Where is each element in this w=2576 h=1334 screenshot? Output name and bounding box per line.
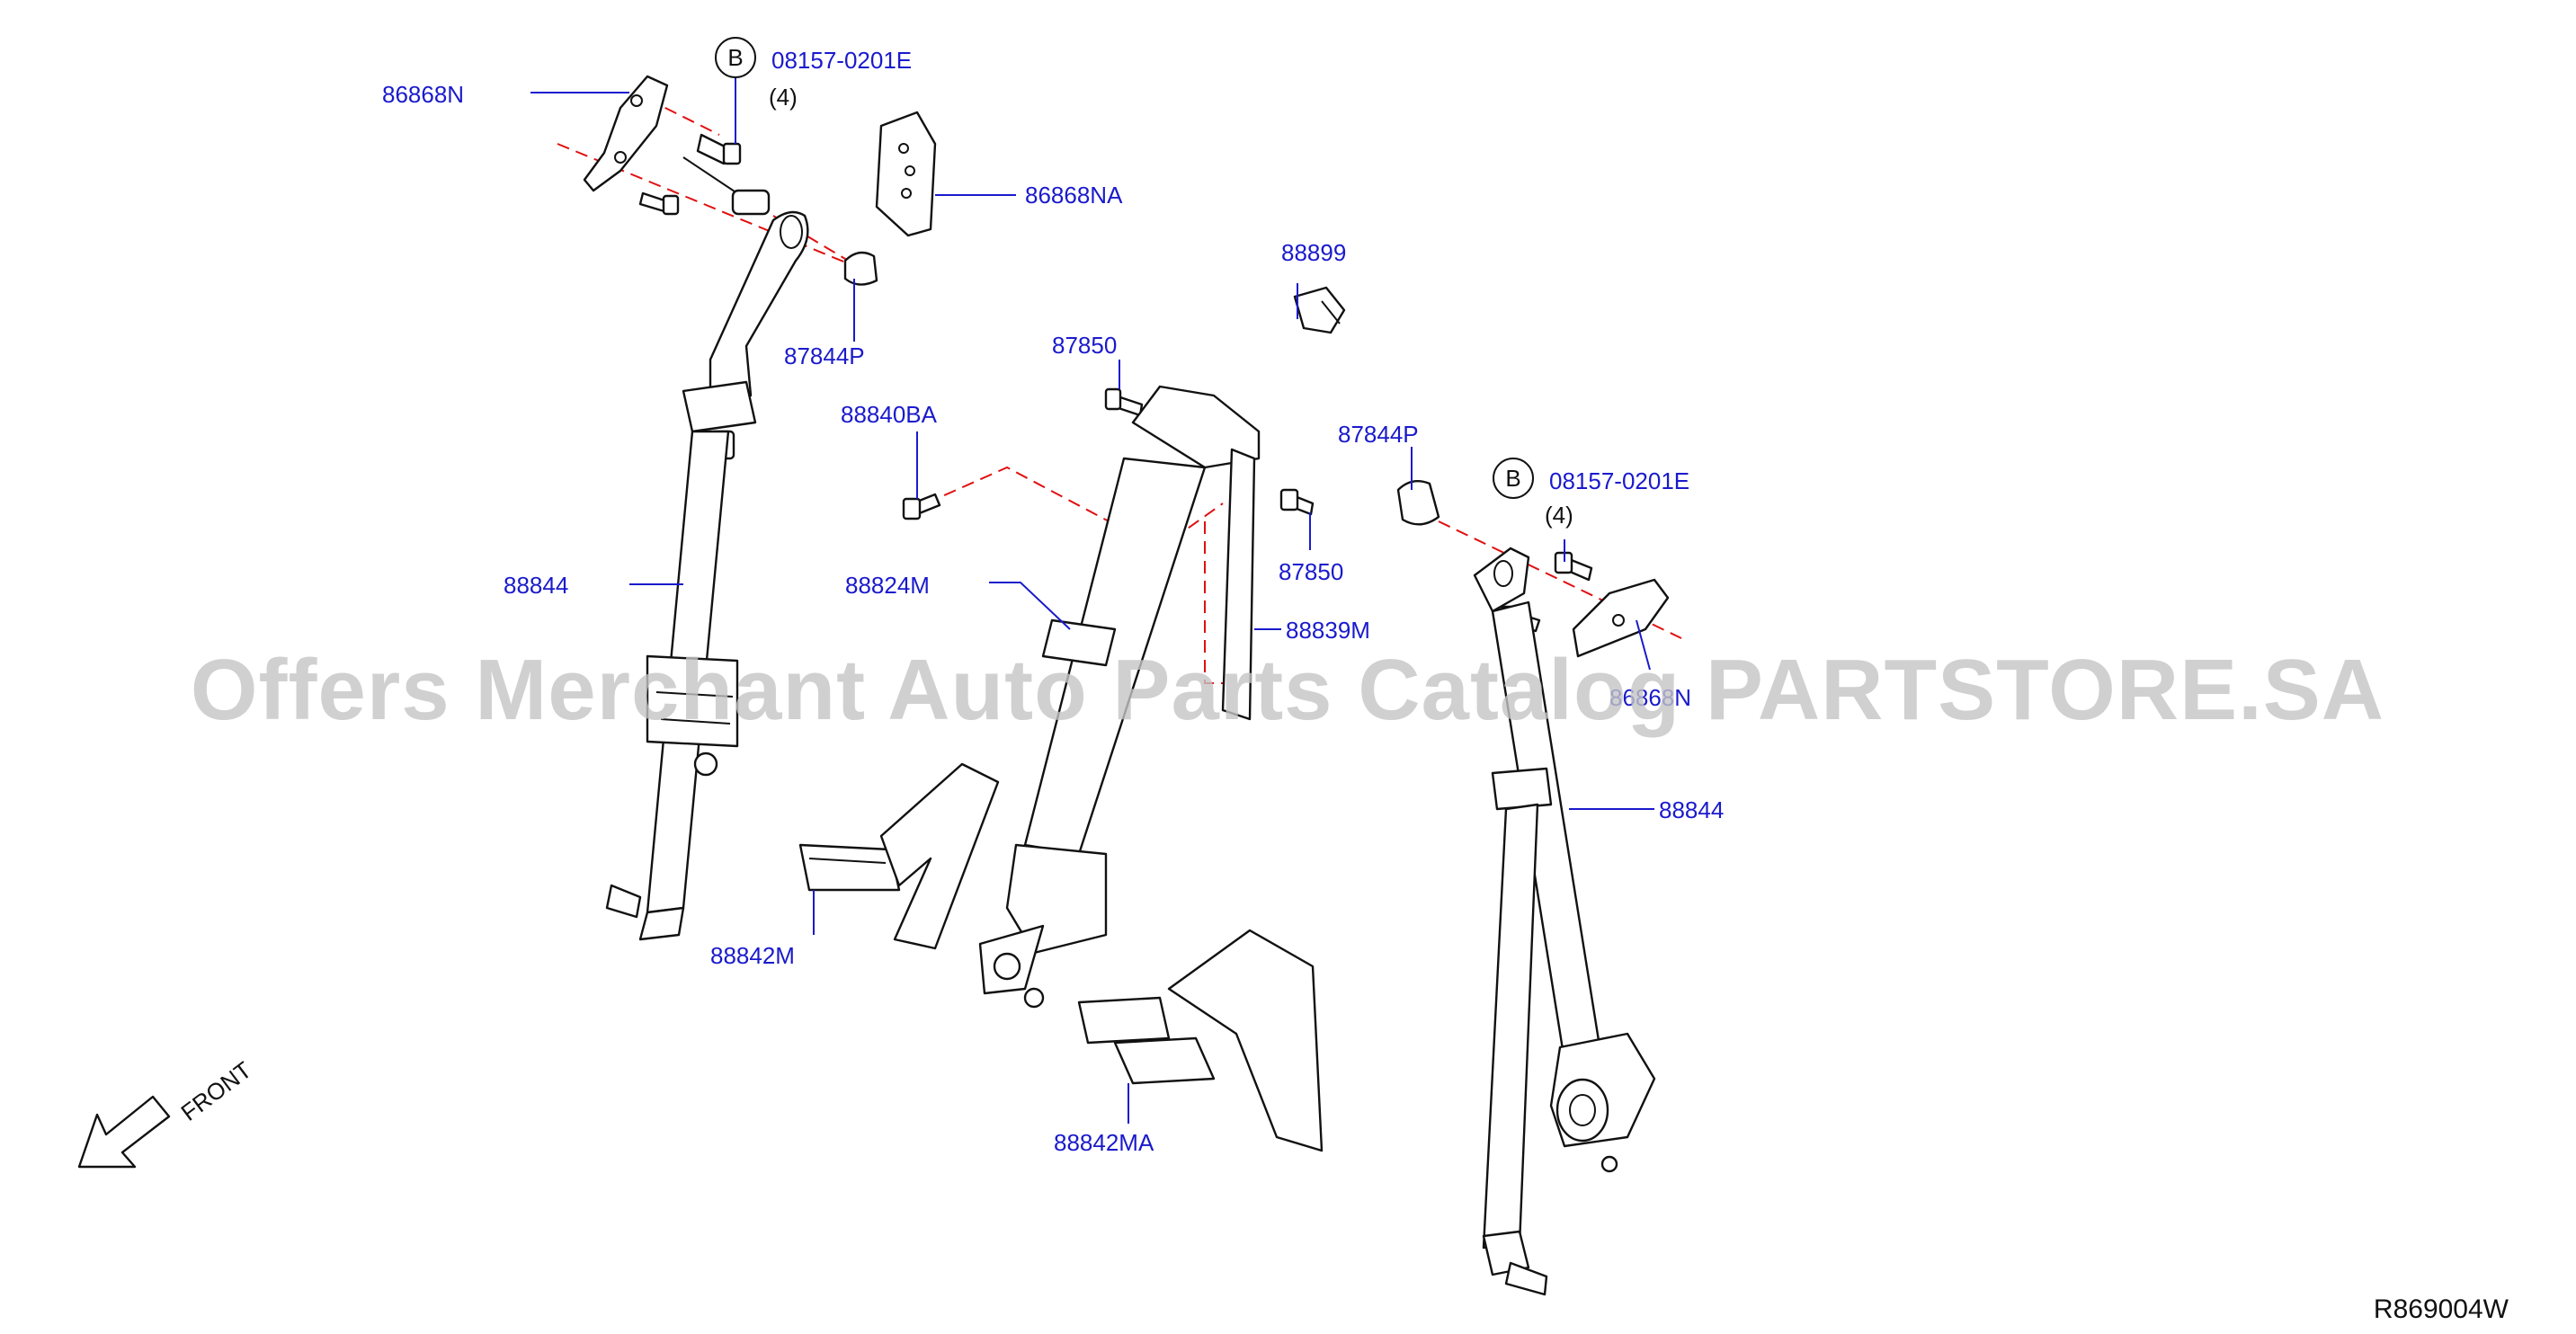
diagram-code: R869004W <box>2374 1294 2509 1324</box>
label-88839M[interactable]: 88839M <box>1286 617 1370 644</box>
label-87850-right[interactable]: 87850 <box>1279 558 1343 585</box>
label-88899[interactable]: 88899 <box>1281 239 1346 266</box>
bracket-86868NA <box>875 111 937 237</box>
cap-87844P-right <box>1396 480 1440 526</box>
callout-b-quantity-right: (4) <box>1545 502 1573 529</box>
callout-b-part-number-left: 08157-0201E <box>771 47 912 74</box>
label-88840BA[interactable]: 88840BA <box>841 401 938 428</box>
buckle-88842MA <box>1077 929 1324 1152</box>
callout-b-part-number-right: 08157-0201E <box>1549 467 1689 494</box>
buckle-88842M <box>798 762 1000 950</box>
label-87844P-left[interactable]: 87844P <box>784 342 865 369</box>
bolt-b-upper-left <box>696 133 742 165</box>
bolt-87850-right <box>1279 488 1315 516</box>
label-88824M[interactable]: 88824M <box>845 572 930 599</box>
cap-87844P-left <box>843 251 878 286</box>
label-87844P-right[interactable]: 87844P <box>1338 421 1419 448</box>
bolt-lower-left <box>638 191 680 216</box>
label-87850-top[interactable]: 87850 <box>1052 332 1117 359</box>
anchor-pin-left <box>682 156 771 216</box>
label-88844-left[interactable]: 88844 <box>504 572 568 599</box>
leader-lines <box>530 76 1654 1124</box>
retractor-88824M <box>978 385 1261 1009</box>
callout-b-badge-left: B <box>727 44 743 71</box>
callout-b-left: B 08157-0201E (4) <box>715 37 912 111</box>
watermark-text: Offers Merchant Auto Parts Catalog PARTS… <box>191 642 2384 738</box>
part-labels: 86868N 86868NA 87844P 88844 88842M 87850… <box>382 81 1724 1156</box>
trim-88839M <box>1221 448 1256 721</box>
bolt-b-upper-right <box>1554 551 1593 582</box>
label-86868N-right[interactable]: 86868N <box>1609 684 1691 711</box>
label-86868N-left[interactable]: 86868N <box>382 81 464 108</box>
bolt-88840BA <box>902 493 941 520</box>
label-88842MA[interactable]: 88842MA <box>1054 1129 1154 1156</box>
label-86868NA[interactable]: 86868NA <box>1025 182 1123 209</box>
label-88844-right[interactable]: 88844 <box>1659 796 1724 823</box>
seat-belt-88844-left <box>605 210 809 941</box>
right-bracket-86868N <box>1572 578 1670 658</box>
seat-belt-88844-right <box>1473 547 1656 1296</box>
label-88842M[interactable]: 88842M <box>710 942 795 969</box>
callout-b-right: B 08157-0201E (4) <box>1493 458 1689 529</box>
bolt-87850-top <box>1104 387 1144 417</box>
callout-b-quantity-left: (4) <box>769 84 798 111</box>
clip-88899 <box>1293 286 1346 334</box>
front-direction-arrow <box>77 1095 171 1169</box>
left-bracket-86868N <box>583 75 669 192</box>
callout-b-badge-right: B <box>1505 465 1520 492</box>
front-label: FRONT <box>176 1056 257 1126</box>
